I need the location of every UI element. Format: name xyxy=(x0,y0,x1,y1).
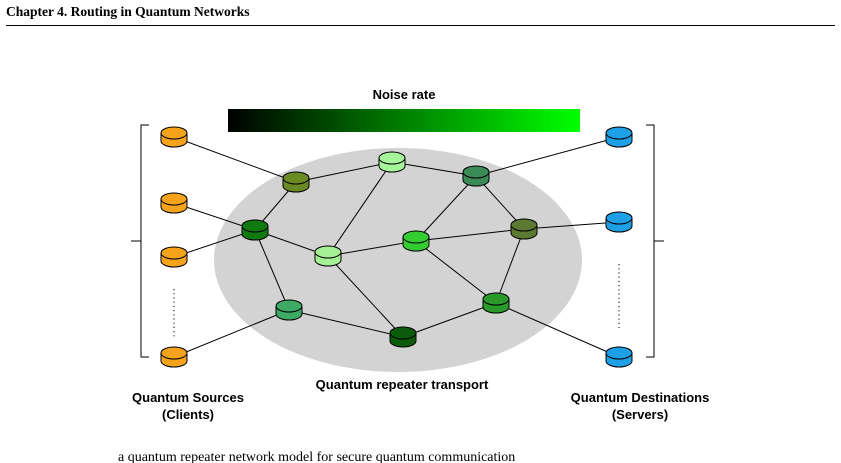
link-r2-r5 xyxy=(327,161,393,257)
link-r7-r9 xyxy=(495,228,525,304)
repeater-node xyxy=(482,292,510,314)
network-nodes xyxy=(160,126,633,368)
repeater-node xyxy=(275,299,303,321)
chapter-header: Chapter 4. Routing in Quantum Networks xyxy=(6,4,250,19)
source-node xyxy=(160,192,188,214)
repeater-node xyxy=(378,151,406,173)
link-r1-r2 xyxy=(295,161,393,183)
link-r6-r9 xyxy=(415,240,497,304)
link-r7-d2 xyxy=(523,221,620,230)
repeater-node xyxy=(282,171,310,193)
link-r10-r9 xyxy=(402,302,497,338)
link-r6-r7 xyxy=(415,228,525,242)
repeater-node xyxy=(314,245,342,267)
destinations-label-line2: (Servers) xyxy=(612,407,668,422)
repeater-node xyxy=(462,165,490,187)
repeater-node xyxy=(402,230,430,252)
source-node xyxy=(160,346,188,368)
source-node xyxy=(160,246,188,268)
link-s1-r1 xyxy=(173,136,297,183)
link-r2-r3 xyxy=(391,161,477,177)
link-r5-r6 xyxy=(327,240,417,257)
colorbar-title: Noise rate xyxy=(373,87,436,102)
destination-bracket xyxy=(646,124,664,358)
repeater-node xyxy=(241,219,269,241)
destinations-label-line1: Quantum Destinations xyxy=(571,390,710,405)
link-r5-r10 xyxy=(327,255,404,338)
repeater-cloud xyxy=(214,148,582,372)
link-r3-r6 xyxy=(415,175,477,242)
link-r9-d3 xyxy=(495,302,620,358)
destination-node xyxy=(605,346,633,368)
sources-label-line1: Quantum Sources xyxy=(132,390,244,405)
repeater-node xyxy=(389,326,417,348)
repeater-node xyxy=(510,218,538,240)
header-rule xyxy=(6,25,835,26)
link-r3-d1 xyxy=(475,136,620,177)
destination-node xyxy=(605,126,633,148)
link-r8-r10 xyxy=(288,309,404,338)
cloud-label: Quantum repeater transport xyxy=(316,377,489,392)
figure-caption-fragment: a quantum repeater network model for sec… xyxy=(118,450,516,463)
source-bracket xyxy=(131,124,149,358)
link-r4-r8 xyxy=(254,229,290,311)
sources-label-line2: (Clients) xyxy=(162,407,214,422)
source-node xyxy=(160,126,188,148)
link-s4-r8 xyxy=(173,309,290,358)
destination-node xyxy=(605,211,633,233)
noise-colorbar xyxy=(228,109,580,132)
